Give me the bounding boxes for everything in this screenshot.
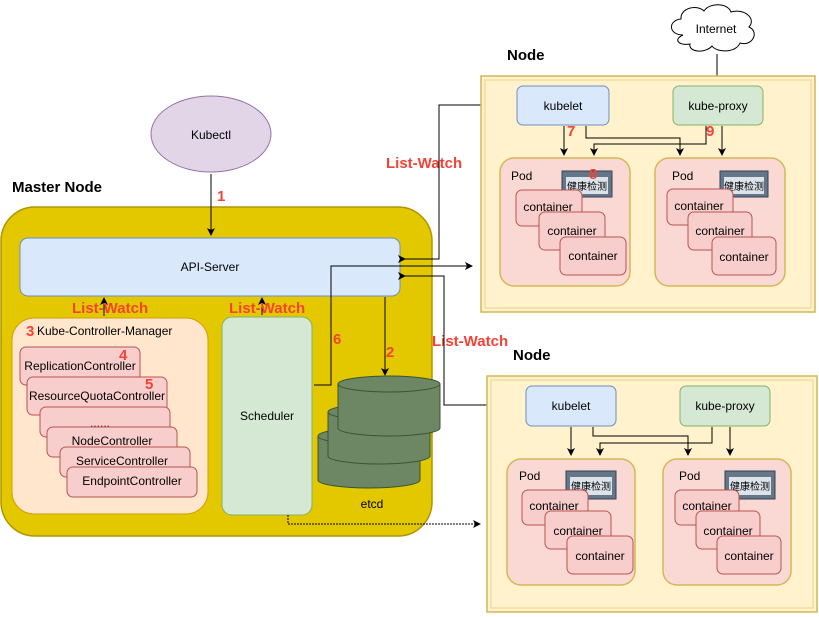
node1-pod1-container-3-label: container — [568, 249, 617, 263]
api-kubelet2-connector — [398, 272, 526, 409]
node2-kubelet-box — [525, 385, 617, 427]
node1-pod2-label: Pod — [672, 169, 693, 183]
step-5-label: 5 — [145, 376, 153, 393]
step-6-label: 6 — [333, 331, 341, 348]
node2-pod1-label: Pod — [519, 469, 540, 483]
node1-pod2-probe-panel — [724, 177, 764, 194]
resource-quota-controller-label: ResourceQuotaController — [29, 389, 165, 403]
node2-proxy-pod1-arrow — [596, 427, 713, 456]
controller-manager-title: Kube-Controller-Manager — [37, 324, 172, 338]
step-7-label: 7 — [567, 123, 575, 140]
service-controller-label: ServiceController — [76, 454, 168, 468]
kubectl-label: Kubectl — [191, 128, 231, 142]
node1-pod1-container-2-label: container — [547, 224, 596, 238]
scheduler-box — [221, 316, 313, 516]
node1-kubelet-box — [516, 85, 610, 126]
node2-pod2-container-3-label: container — [724, 549, 773, 563]
node2-kubelet-label: kubelet — [552, 399, 591, 413]
etcd-database-icon — [317, 375, 441, 489]
node2-pod1-container-1-label: container — [529, 499, 578, 513]
node1-pod1-label: Pod — [511, 169, 532, 183]
node1-pod1-container-1-label: container — [523, 200, 572, 214]
internet-cloud-icon — [671, 4, 755, 52]
internet-label: Internet — [696, 22, 737, 36]
node2-pod1-container-2-label: container — [553, 524, 602, 538]
kubectl-node — [150, 95, 272, 173]
node1-kube-proxy-label: kube-proxy — [688, 99, 747, 113]
node1-kubelet-pod2-arrow — [585, 126, 684, 156]
node1-proxy-pod1-arrow — [590, 126, 707, 156]
node2-kube-proxy-label: kube-proxy — [695, 399, 754, 413]
endpoint-controller-label: EndpointController — [82, 474, 181, 488]
node1-pod2-container-1-label: container — [674, 199, 723, 213]
step-2-label: 2 — [386, 344, 394, 361]
step-1-label: 1 — [217, 188, 225, 205]
etcd-label: etcd — [361, 497, 384, 511]
step-9-label: 9 — [706, 123, 714, 140]
node2-pod1-container-3 — [566, 535, 634, 575]
node-controller-label: NodeController — [72, 434, 153, 448]
api-server-label: API-Server — [181, 260, 240, 274]
node2-pod2-container-1-label: container — [682, 499, 731, 513]
node2-kube-proxy-box — [679, 385, 771, 427]
node1-kubelet-label: kubelet — [544, 99, 583, 113]
master-node-title: Master Node — [12, 179, 102, 196]
node1-pod2-container-3 — [711, 236, 777, 276]
endpoint-controller-box — [66, 466, 198, 498]
node1-pod2-container-2-label: container — [695, 224, 744, 238]
replication-controller-label: ReplicationController — [24, 359, 135, 373]
node2-pod2-label: Pod — [679, 469, 700, 483]
scheduler-label: Scheduler — [240, 409, 294, 423]
step-8-label: 8 — [589, 166, 597, 183]
step-3-label: 3 — [26, 323, 34, 340]
node2-pod2-probe-label: 健康检测 — [730, 480, 770, 493]
node1-listwatch-label: List-Watch — [386, 155, 462, 172]
node2-listwatch-label: List-Watch — [432, 333, 508, 350]
node2-kubelet-pod2-arrow — [592, 427, 692, 456]
node2-pod2-probe-panel — [729, 477, 771, 495]
node1-kube-proxy-box — [672, 85, 764, 126]
node1-title: Node — [507, 47, 545, 64]
node2-pod2-container-2-label: container — [703, 524, 752, 538]
scheduler-step6-connector — [314, 262, 473, 386]
node1-pod2-container-3-label: container — [719, 250, 768, 264]
api-server-box — [19, 237, 401, 297]
api-kubelet1-connector — [398, 101, 513, 263]
node1-pod1-container-3 — [559, 236, 627, 276]
node2-inner-border — [490, 379, 814, 609]
node1-pod2-probe-label: 健康检测 — [724, 180, 764, 193]
cm-listwatch-label: List-Watch — [72, 300, 148, 317]
node2-title: Node — [513, 347, 551, 364]
node2-pod1-container-3-label: container — [575, 549, 624, 563]
step-4-label: 4 — [119, 347, 128, 364]
node2-pod2-container-3 — [716, 535, 782, 575]
scheduler-node2-connector — [287, 515, 481, 528]
scheduler-listwatch-label: List-Watch — [229, 300, 305, 317]
node1-inner-border — [484, 79, 812, 309]
